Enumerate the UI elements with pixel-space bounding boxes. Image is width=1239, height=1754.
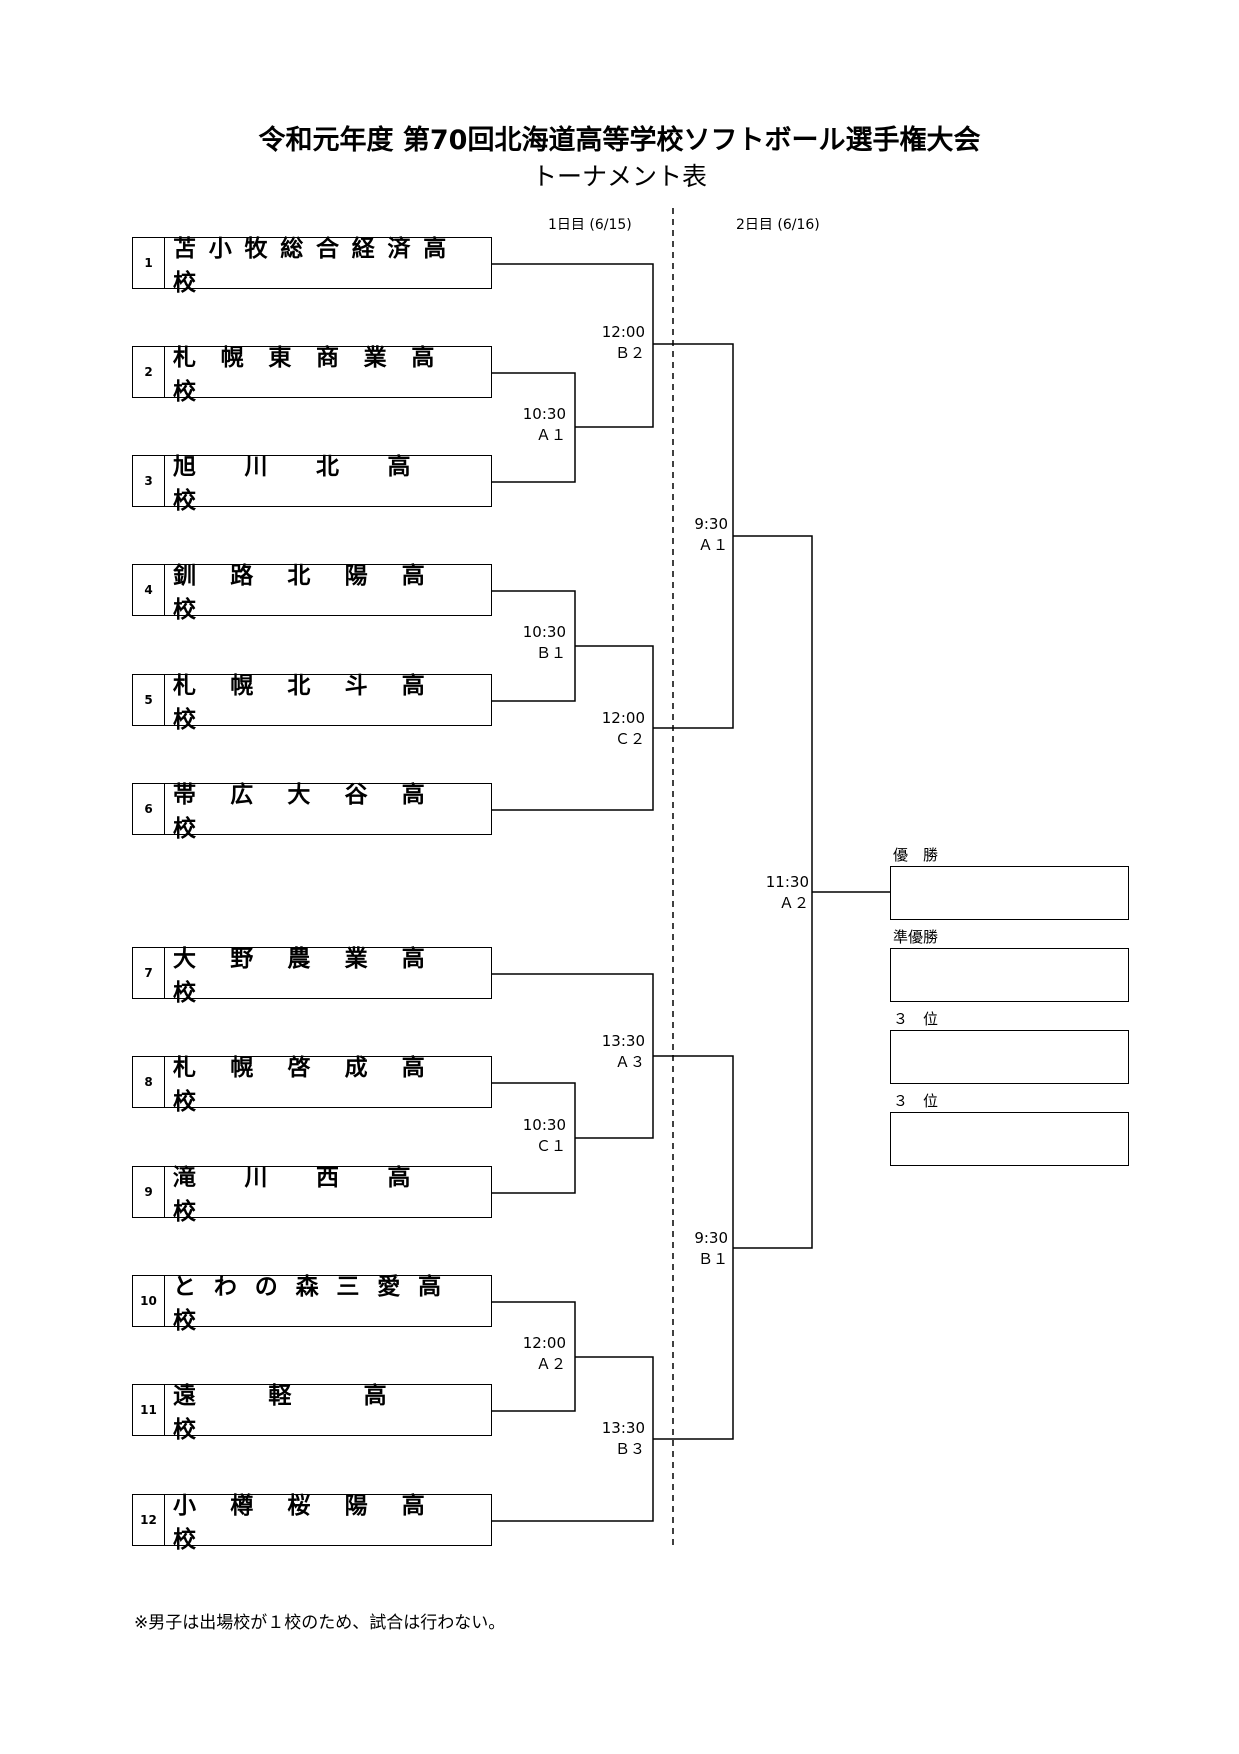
team-box-8: 8 札幌啓成高校	[132, 1055, 492, 1115]
match-time: 10:30	[522, 1116, 566, 1134]
team-number: 4	[133, 565, 165, 615]
team-number: 12	[133, 1495, 165, 1545]
team-name-text: 札幌東商業高校	[173, 345, 459, 405]
match-label-w-12: 13:30 Ｂ３	[602, 1418, 645, 1460]
third-place-box-a	[890, 1030, 1129, 1084]
match-court: Ａ１	[697, 536, 728, 554]
match-court: Ｂ２	[614, 344, 645, 362]
team-name-text: 旭川北高校	[173, 454, 459, 514]
third-place-label-a: ３ 位	[893, 1010, 939, 1028]
team-name: 札幌東商業高校	[165, 345, 491, 405]
runner-up-box	[890, 948, 1129, 1002]
team-box-9: 9 滝川西高校	[132, 1165, 492, 1225]
match-court: Ａ２	[778, 894, 809, 912]
team-name: 札幌北斗高校	[165, 673, 491, 733]
match-time: 10:30	[522, 623, 566, 641]
team-name: 札幌啓成高校	[165, 1055, 491, 1115]
team-name-text: 滝川西高校	[173, 1165, 459, 1225]
team-number: 10	[133, 1276, 165, 1326]
match-court: Ａ１	[535, 426, 566, 444]
team-number: 8	[133, 1057, 165, 1107]
match-time: 11:30	[765, 873, 809, 891]
team-name: 遠軽高校	[165, 1383, 491, 1443]
match-label-semi-top: 9:30 Ａ１	[694, 514, 728, 556]
match-label-1-w: 12:00 Ｂ２	[602, 322, 645, 364]
team-number: 6	[133, 784, 165, 834]
team-name-text: とわの森三愛高校	[173, 1274, 459, 1334]
team-number: 1	[133, 238, 165, 288]
team-box-12: 12 小樽桜陽高校	[132, 1493, 492, 1553]
page-title: 令和元年度 第70回北海道高等学校ソフトボール選手権大会	[258, 125, 981, 156]
team-number: 11	[133, 1385, 165, 1435]
team-number: 2	[133, 347, 165, 397]
team-name-text: 帯広大谷高校	[173, 782, 459, 842]
team-name: とわの森三愛高校	[165, 1274, 491, 1334]
team-name-text: 遠軽高校	[173, 1383, 459, 1443]
team-name: 釧路北陽高校	[165, 563, 491, 623]
team-name: 苫小牧総合経済高校	[165, 236, 491, 296]
team-name-text: 小樽桜陽高校	[173, 1493, 459, 1553]
match-time: 10:30	[522, 405, 566, 423]
match-label-final: 11:30 Ａ２	[766, 872, 809, 914]
team-box-6: 6 帯広大谷高校	[132, 782, 492, 842]
team-name: 滝川西高校	[165, 1165, 491, 1225]
match-time: 9:30	[694, 1229, 728, 1247]
match-label-w-6: 12:00 Ｃ２	[602, 708, 645, 750]
champion-label: 優 勝	[893, 846, 939, 864]
team-name-text: 釧路北陽高校	[173, 563, 459, 623]
match-label-8-9: 10:30 Ｃ１	[523, 1115, 566, 1157]
match-court: Ｃ２	[614, 730, 645, 748]
team-box-11: 11 遠軽高校	[132, 1383, 492, 1443]
match-court: Ａ２	[535, 1355, 566, 1373]
third-place-label-b: ３ 位	[893, 1092, 939, 1110]
match-time: 9:30	[694, 515, 728, 533]
team-box-5: 5 札幌北斗高校	[132, 673, 492, 733]
team-name-text: 苫小牧総合経済高校	[173, 236, 459, 296]
match-time: 13:30	[601, 1419, 645, 1437]
match-label-2-3: 10:30 Ａ１	[523, 404, 566, 446]
match-label-4-5: 10:30 Ｂ１	[523, 622, 566, 664]
team-name: 旭川北高校	[165, 454, 491, 514]
team-box-10: 10 とわの森三愛高校	[132, 1274, 492, 1334]
team-box-3: 3 旭川北高校	[132, 454, 492, 514]
match-label-10-11: 12:00 Ａ２	[523, 1333, 566, 1375]
match-label-7-w: 13:30 Ａ３	[602, 1031, 645, 1073]
match-time: 12:00	[522, 1334, 566, 1352]
team-box-2: 2 札幌東商業高校	[132, 345, 492, 405]
day2-label: 2日目 (6/16)	[736, 217, 820, 233]
footnote: ※男子は出場校が１校のため、試合は行わない。	[134, 1613, 506, 1633]
runner-up-label: 準優勝	[893, 928, 939, 946]
team-number: 3	[133, 456, 165, 506]
match-label-semi-bottom: 9:30 Ｂ１	[694, 1228, 728, 1270]
team-box-1: 1 苫小牧総合経済高校	[132, 236, 492, 296]
match-time: 12:00	[601, 709, 645, 727]
champion-box	[890, 866, 1129, 920]
page-subtitle: トーナメント表	[531, 162, 707, 191]
match-court: Ｂ１	[535, 644, 566, 662]
match-court: Ａ３	[614, 1053, 645, 1071]
third-place-box-b	[890, 1112, 1129, 1166]
team-box-7: 7 大野農業高校	[132, 946, 492, 1006]
bracket-line	[492, 263, 654, 428]
team-number: 5	[133, 675, 165, 725]
team-name: 帯広大谷高校	[165, 782, 491, 842]
team-number: 9	[133, 1167, 165, 1217]
team-number: 7	[133, 948, 165, 998]
day1-label: 1日目 (6/15)	[548, 217, 632, 233]
team-name-text: 札幌北斗高校	[173, 673, 459, 733]
team-name: 小樽桜陽高校	[165, 1493, 491, 1553]
team-name-text: 札幌啓成高校	[173, 1055, 459, 1115]
team-box-4: 4 釧路北陽高校	[132, 563, 492, 623]
team-name: 大野農業高校	[165, 946, 491, 1006]
match-court: Ｂ１	[697, 1250, 728, 1268]
match-court: Ｂ３	[614, 1440, 645, 1458]
match-time: 13:30	[601, 1032, 645, 1050]
match-court: Ｃ１	[535, 1137, 566, 1155]
match-time: 12:00	[601, 323, 645, 341]
team-name-text: 大野農業高校	[173, 946, 459, 1006]
